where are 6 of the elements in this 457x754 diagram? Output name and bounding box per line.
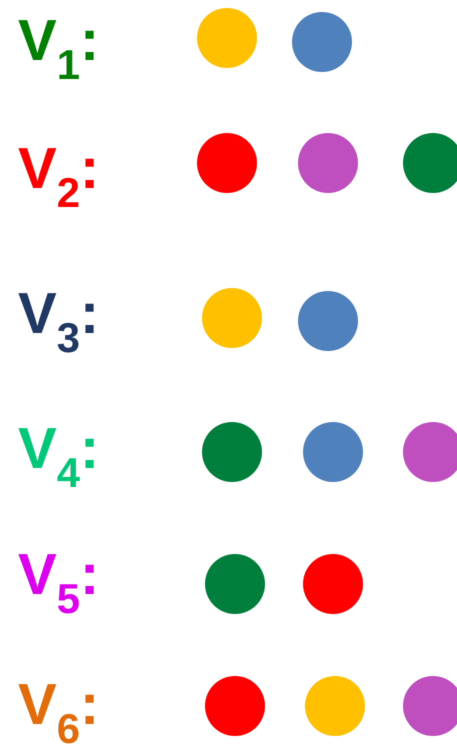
variable-label: V$_{4}$: — [18, 420, 100, 494]
variable-label: V$_{6}$: — [18, 676, 100, 750]
variable-label: V$_{2}$: — [18, 140, 100, 214]
variable-label: V$_{5}$: — [18, 546, 100, 620]
variable-label: V$_{1}$: — [18, 12, 100, 86]
variable-label: V$_{3}$: — [18, 285, 100, 359]
